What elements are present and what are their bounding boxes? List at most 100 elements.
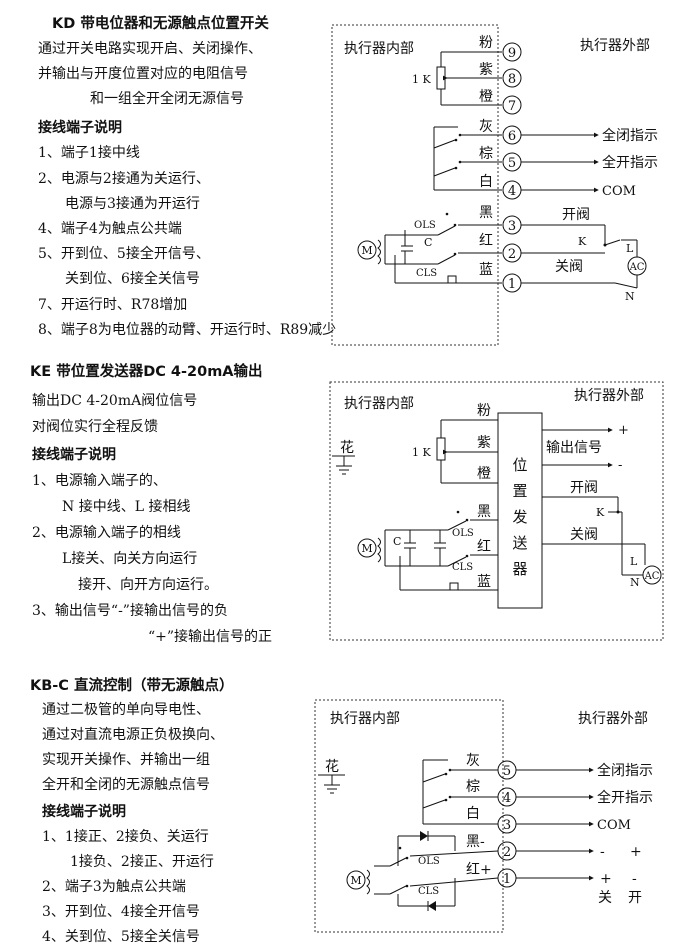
kd-close-valve-label: 关阀 [555,259,583,275]
kd-motor-label: M [361,244,372,257]
ke-inside-label: 执行器内部 [344,396,414,412]
ke-note: 2、电源输入端子的相线 [32,525,181,541]
kbc-wire-label: 白 [466,806,480,822]
ke-ground-label: 花 [340,440,354,456]
kbc-diode-icon [420,831,428,841]
kd-terminal: 3 [502,215,522,235]
ke-wire-label: 紫 [477,435,491,451]
kbc-close-label: 关 [598,890,612,906]
kbc-title: KB-C 直流控制（带无源触点） [30,678,234,694]
ke-desc-line: 对阀位实行全程反馈 [32,419,158,435]
kd-ac-supply: AC 开阀 关阀 K L N [521,207,647,303]
kd-subtitle: 接线端子说明 [38,120,122,136]
svg-text:4: 4 [503,791,511,806]
kbc-outside-label: 执行器外部 [578,711,648,727]
kbc-motor-label: M [350,874,361,887]
ke-note: 3、输出信号“-”接输出信号的负 [32,603,228,619]
svg-text:3: 3 [503,818,511,833]
svg-text:3: 3 [508,219,516,234]
kbc-ols-label: OLS [418,856,440,867]
kbc-note: 4、关到位、5接全关信号 [42,929,200,945]
ke-open-valve-label: 开阀 [570,480,598,496]
kd-note: 5、开到位、5接全开信号、 [38,246,210,262]
ke-close-valve-label: 关阀 [570,527,598,543]
kbc-limit-contacts [422,759,498,825]
ke-wire-label: 黑 [477,504,491,520]
kd-l-label: L [626,242,634,255]
ke-transmitter-char: 发 [512,508,527,526]
ke-motor-circuit: M C OLS CLS [357,510,498,591]
ke-cap-label: C [393,535,401,548]
ke-n-label: N [630,576,640,589]
ke-ground: 花 [332,440,355,475]
kbc-inside-label: 执行器内部 [330,711,400,727]
kbc-desc-line: 全开和全闭的无源触点信号 [42,777,210,793]
kd-note: 4、端子4为触点公共端 [38,221,182,237]
kd-inside-label: 执行器内部 [344,41,414,57]
kd-terminal: 2 [502,243,522,263]
kbc-open-label: 开 [628,890,642,906]
kd-wire-label: 粉 [479,35,493,51]
ke-ac-supply: 开阀 关阀 K AC L N [542,480,662,589]
kd-terminal: 1 [502,273,522,293]
ke-note: 接开、向开方向运行。 [78,577,218,593]
kd-signal-label: COM [602,184,636,199]
kd-inner-boundary [331,24,499,346]
kd-note: 电源与3接通为开运行 [65,196,200,212]
svg-text:6: 6 [508,129,516,144]
svg-text:1: 1 [503,872,511,887]
kd-k-label: K [578,235,587,248]
kd-terminal: 7 [502,95,522,115]
ke-output-label: 输出信号 [546,440,602,456]
ke-ols-label: OLS [452,528,474,539]
kd-note: 2、电源与2接通为关运行、 [38,171,210,187]
kbc-wiring-diagram: 执行器内部 执行器外部 花 灰 棕 白 黑- 红+ 5 4 3 2 1 [314,699,653,933]
kd-title: KD 带电位器和无源触点位置开关 [52,16,269,32]
kd-wire-label: 橙 [479,89,493,105]
svg-text:2: 2 [503,845,511,860]
kd-wiring-diagram: 执行器内部 执行器外部 1 K 粉 紫 橙 灰 棕 白 黑 红 蓝 9 8 7 … [331,24,658,346]
kbc-subtitle: 接线端子说明 [42,804,126,820]
kbc-ground: 花 [318,759,345,794]
ke-l-label: L [630,555,638,568]
ke-note: “+”接输出信号的正 [148,629,273,645]
kbc-note: 1、1接正、2接负、关运行 [42,829,209,845]
ke-transmitter-char: 位 [512,456,527,474]
kbc-polarity-top: + [630,844,642,860]
kd-signal-label: 全闭指示 [602,127,658,144]
kd-desc-line: 通过开关电路实现开启、关闭操作、 [38,41,262,57]
kd-outside-label: 执行器外部 [580,38,650,54]
kd-open-valve-label: 开阀 [562,207,590,223]
svg-text:5: 5 [503,764,511,779]
ke-outside-label: 执行器外部 [574,388,644,404]
kd-terminal: 8 [502,68,522,88]
ke-wiring-diagram: 执行器内部 执行器外部 花 位 置 发 送 器 1 K 粉 紫 [329,381,664,641]
kd-wire-label: 黑 [479,205,493,221]
kd-terminal: 5 [502,152,522,172]
kbc-terminal: 5 [497,760,517,780]
kbc-terminal: 4 [497,787,517,807]
kbc-wire-label: 灰 [466,753,480,769]
ke-motor-label: M [361,542,372,555]
ke-potentiometer: 1 K [412,419,498,484]
kbc-terminal: 3 [497,814,517,834]
kbc-wire-label: 黑- [466,834,485,850]
ke-ac-label: AC [644,571,660,582]
kbc-polarity: - + + - 关 开 [516,844,642,906]
kd-limit-contacts [433,126,502,191]
ke-note: N 接中线、L 接相线 [62,499,191,515]
ke-minus-label: - [618,458,622,473]
kd-terminal: 6 [502,125,522,145]
ke-pot-label: 1 K [412,446,431,459]
kbc-terminal: 2 [497,841,517,861]
ke-note: L接关、向关方向运行 [62,551,198,567]
kbc-note: 3、开到位、4接全开信号 [42,904,200,920]
kbc-wire-label: 棕 [466,779,480,795]
ke-inner-boundary [329,381,664,641]
kbc-polarity-bottom: - [632,871,637,887]
ke-transmitter-char: 置 [512,482,527,500]
svg-text:7: 7 [508,99,516,114]
kbc-signal-label: 全开指示 [597,789,653,806]
kbc-terminal: 1 [497,868,517,888]
kd-cls-label: CLS [416,268,437,279]
